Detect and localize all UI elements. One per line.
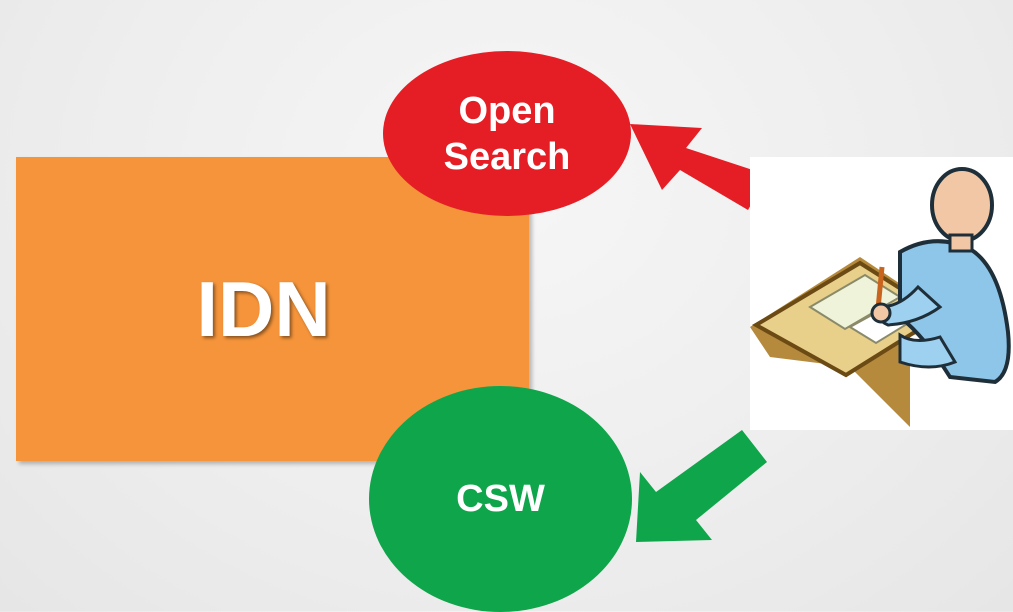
- idn-box: IDN: [16, 157, 529, 461]
- user-panel: [750, 157, 1013, 430]
- idn-label: IDN: [196, 264, 331, 353]
- arrow-to-open-search: [630, 124, 768, 210]
- open-search-circle: Open Search: [383, 51, 631, 216]
- open-search-label-line2: Search: [443, 135, 571, 178]
- arrow-to-csw: [636, 430, 767, 542]
- user-at-desk-icon: [750, 167, 1011, 427]
- csw-circle: CSW: [369, 386, 632, 612]
- csw-label: CSW: [456, 477, 545, 520]
- open-search-label-line1: Open: [458, 89, 556, 132]
